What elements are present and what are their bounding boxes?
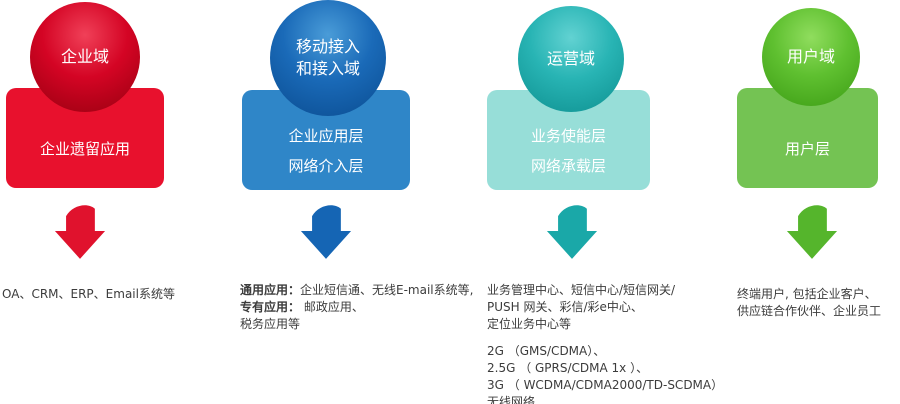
enterprise-app-layer-box-text: 企业应用层 网络介入层: [242, 112, 410, 190]
box-line: 企业遗留应用: [39, 140, 130, 158]
mobile-access-domain-circle: 移动接入 和接入域: [270, 0, 386, 116]
description-line: PUSH 网关、彩信/彩e中心、: [487, 300, 643, 314]
enterprise-description: OA、CRM、ERP、Email系统等: [2, 286, 175, 303]
enterprise-domain-circle: 企业域: [30, 2, 140, 112]
description-label: 通用应用：: [240, 283, 301, 297]
user-layer-box-text: 用户层: [737, 110, 878, 188]
description-text: 企业短信通、无线E-mail系统等,: [300, 283, 474, 297]
box-line: 用户层: [784, 140, 830, 158]
user-domain-circle: 用户域: [762, 8, 860, 106]
circle-label: 用户域: [786, 47, 835, 67]
service-enabler-box-text: 业务使能层 网络承载层: [487, 112, 650, 190]
box-line: 业务使能层: [530, 127, 606, 145]
user-description: 终端用户, 包括企业客户、 供应链合作伙伴、企业员工: [737, 286, 881, 320]
down-arrow-icon: [786, 205, 838, 259]
box-line: 企业应用层: [288, 127, 364, 145]
down-arrow-icon: [546, 205, 598, 259]
description-text: 税务应用等: [240, 317, 301, 331]
description-line: 专有应用： 邮政应用、: [240, 299, 473, 316]
description-line: 无线网络: [487, 395, 536, 404]
circle-label: 企业域: [60, 47, 109, 67]
description-line: 定位业务中心等: [487, 317, 572, 331]
down-arrow-icon: [54, 205, 106, 259]
description-line: 通用应用：企业短信通、无线E-mail系统等,: [240, 282, 473, 299]
circle-label: 运营域: [546, 49, 595, 69]
down-arrow-icon: [300, 205, 352, 259]
description-line: 终端用户, 包括企业客户、: [737, 287, 877, 301]
mobile-access-description: 通用应用：企业短信通、无线E-mail系统等, 专有应用： 邮政应用、 税务应用…: [240, 282, 473, 333]
description-line: 3G （ WCDMA/CDMA2000/TD-SCDMA）: [487, 378, 724, 392]
description-line: 2G （GMS/CDMA）、: [487, 344, 606, 358]
circle-label: 和接入域: [295, 59, 360, 78]
description-line: 税务应用等: [240, 316, 473, 333]
description-label: 专有应用：: [240, 300, 301, 314]
box-line: 网络承载层: [530, 157, 606, 175]
operation-domain-circle: 运营域: [518, 6, 624, 112]
operation-description: 业务管理中心、短信中心/短信网关/ PUSH 网关、彩信/彩e中心、 定位业务中…: [487, 282, 723, 404]
user-layer-box: 用户层: [737, 88, 878, 188]
description-line: 供应链合作伙伴、企业员工: [737, 304, 882, 318]
enterprise-legacy-box-text: 企业遗留应用: [6, 110, 164, 188]
description-line: OA、CRM、ERP、Email系统等: [2, 287, 175, 301]
description-text: 邮政应用、: [300, 300, 364, 314]
description-line: 业务管理中心、短信中心/短信网关/: [487, 283, 676, 297]
description-line: 2.5G （ GPRS/CDMA 1x ）、: [487, 361, 649, 375]
box-line: 网络介入层: [288, 157, 364, 175]
circle-label: 移动接入: [295, 37, 360, 57]
